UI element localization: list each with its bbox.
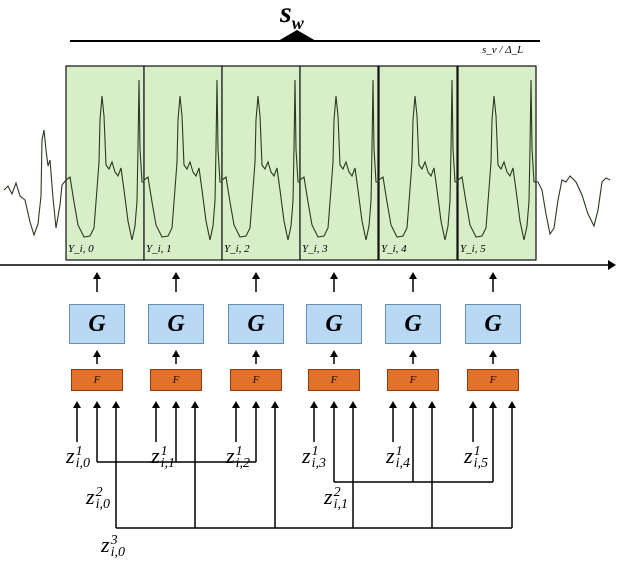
z2-input-arrow-3-head [330, 401, 338, 408]
window-1 [143, 65, 223, 261]
f-to-g-arrow-3-head [330, 350, 338, 357]
generator-box-3: G [306, 304, 362, 344]
z1-input-arrow-1-head [152, 401, 160, 408]
window-3 [299, 65, 379, 261]
g-to-window-arrow-5-head [489, 272, 497, 279]
window-2 [221, 65, 301, 261]
window-label-1: Y_i, 1 [146, 243, 172, 255]
arrow-group [73, 272, 516, 528]
z3-input-arrow-5-head [508, 401, 516, 408]
z1-input-arrow-4-head [389, 401, 397, 408]
z3-input-arrow-0-head [112, 401, 120, 408]
z3-input-arrow-3-head [349, 401, 357, 408]
time-axis-arrowhead [608, 260, 616, 270]
z1-input-arrow-5-head [469, 401, 477, 408]
f-to-g-arrow-4-head [409, 350, 417, 357]
generator-box-1: G [148, 304, 204, 344]
z2-input-arrow-1-head [172, 401, 180, 408]
window-5 [457, 65, 537, 261]
z1-input-arrow-0-head [73, 401, 81, 408]
window-label-5: Y_i, 5 [460, 243, 486, 255]
z2-input-arrow-5-head [489, 401, 497, 408]
f-box-1: F [150, 369, 202, 391]
generator-box-2: G [228, 304, 284, 344]
g-to-window-arrow-1-head [172, 272, 180, 279]
z3-input-arrow-4-head [428, 401, 436, 408]
f-box-3: F [308, 369, 360, 391]
f-box-0: F [71, 369, 123, 391]
generator-box-0: G [69, 304, 125, 344]
g-to-window-arrow-4-head [409, 272, 417, 279]
window-span-triangle [278, 30, 316, 41]
f-box-5: F [467, 369, 519, 391]
f-box-4: F [387, 369, 439, 391]
ratio-label: s_v / Δ_L [482, 44, 524, 56]
g-to-window-arrow-0-head [93, 272, 101, 279]
f-box-2: F [230, 369, 282, 391]
latent-link-group [97, 461, 512, 529]
f-to-g-arrow-5-head [489, 350, 497, 357]
f-to-g-arrow-2-head [252, 350, 260, 357]
f-to-g-arrow-0-head [93, 350, 101, 357]
z3-input-arrow-1-head [191, 401, 199, 408]
ecg-signal [3, 79, 611, 241]
z2-input-arrow-4-head [409, 401, 417, 408]
window-label-0: Y_i, 0 [68, 243, 94, 255]
z1-input-arrow-3-head [310, 401, 318, 408]
window-4 [378, 65, 458, 261]
z2-input-arrow-2-head [252, 401, 260, 408]
generator-box-5: G [465, 304, 521, 344]
window-label-2: Y_i, 2 [224, 243, 250, 255]
window-size-title: sw [280, 0, 304, 33]
g-to-window-arrow-2-head [252, 272, 260, 279]
window-label-4: Y_i, 4 [381, 243, 407, 255]
g-to-window-arrow-3-head [330, 272, 338, 279]
z3-input-arrow-2-head [271, 401, 279, 408]
window-group [65, 65, 537, 261]
z1-input-arrow-2-head [232, 401, 240, 408]
f-to-g-arrow-1-head [172, 350, 180, 357]
generator-box-4: G [385, 304, 441, 344]
window-0 [65, 65, 145, 261]
window-label-3: Y_i, 3 [302, 243, 328, 255]
z2-input-arrow-0-head [93, 401, 101, 408]
